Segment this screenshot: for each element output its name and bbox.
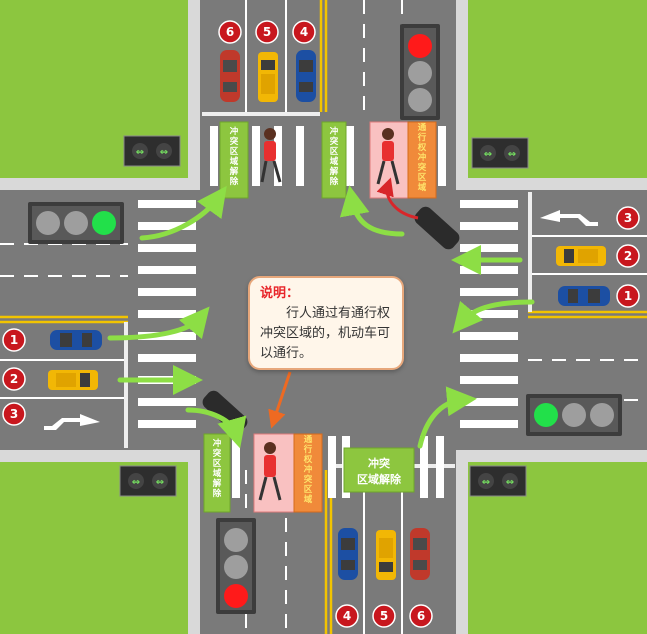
pedestrian-south	[258, 442, 282, 501]
badge-left-2-label: 2	[10, 372, 18, 386]
traffic-light-north	[400, 24, 440, 120]
movement-arrows	[107, 185, 535, 449]
note-title: 说明：	[260, 286, 300, 301]
lane-badges: 6 5 4 3 2 1 1 2 3 4 5 6	[2, 20, 640, 628]
svg-text:⇔: ⇔	[156, 477, 164, 488]
zone-label-south-left: 冲突区域解除	[213, 438, 222, 499]
car-top-5	[258, 52, 278, 102]
car-bottom-5	[376, 530, 396, 580]
badge-bottom-5-label: 5	[380, 609, 388, 623]
traffic-light-south	[216, 518, 256, 614]
zone-label-north-left: 冲突区域解除	[230, 126, 239, 187]
zone-north-right-of-way	[407, 121, 437, 199]
badge-right-2-label: 2	[624, 249, 632, 263]
svg-text:⇔: ⇔	[482, 477, 490, 488]
zone-labels: 冲突区域解除 冲突区域解除 通行权冲突区域 冲突区域解除 通行权冲突区域	[213, 122, 427, 505]
badge-top-4-label: 4	[300, 25, 308, 39]
badge-right-2: 2	[616, 244, 640, 268]
zone-label-south-right-of-way: 通行权冲突区域	[303, 434, 313, 505]
zebra-north	[210, 126, 446, 186]
car-right-2	[556, 246, 606, 266]
badge-right-1: 1	[616, 284, 640, 308]
pedestrian-north-right	[376, 128, 400, 185]
badge-bottom-4: 4	[335, 604, 359, 628]
zebra-east	[460, 200, 518, 428]
badge-top-4: 4	[292, 20, 316, 44]
zone-north-middle-released	[321, 121, 347, 199]
traffic-light-east	[526, 394, 622, 436]
zone-label-released-line1: 冲突	[368, 456, 390, 470]
note-pointer-arrow	[268, 371, 292, 429]
badge-left-1-label: 1	[10, 333, 18, 347]
svg-text:⇔: ⇔	[160, 147, 168, 158]
svg-text:⇔: ⇔	[132, 477, 140, 488]
svg-text:⇔: ⇔	[484, 149, 492, 160]
car-left-1	[50, 330, 102, 350]
svg-text:⇔: ⇔	[506, 477, 514, 488]
car-top-4	[296, 50, 316, 102]
car-top-6	[220, 50, 240, 102]
traffic-light-west	[28, 202, 124, 244]
badge-top-5: 5	[255, 20, 279, 44]
car-turning-northeast	[414, 206, 460, 250]
badge-left-3: 3	[2, 402, 26, 426]
badge-top-5-label: 5	[263, 25, 271, 39]
pedestrian-signal-nw: ⇔ ⇔	[123, 135, 181, 167]
zone-label-released-line2: 区域解除	[357, 472, 402, 486]
stop-lines	[124, 112, 532, 468]
car-right-1	[558, 286, 610, 306]
car-bottom-4	[338, 528, 358, 580]
zone-label-south-released: 冲突 区域解除	[357, 456, 402, 486]
zone-south-right-released	[343, 447, 415, 493]
zone-north-left-released	[219, 121, 249, 199]
car-bottom-6	[410, 528, 430, 580]
red-turn-arrow	[376, 177, 419, 220]
pedestrian-signal-ne: ⇔ ⇔	[471, 137, 529, 169]
badge-top-6: 6	[218, 20, 242, 44]
badge-bottom-5: 5	[372, 604, 396, 628]
pedestrian-signal-se: ⇔ ⇔	[469, 465, 527, 497]
pedestrian-north-left	[260, 128, 282, 183]
badge-bottom-6-label: 6	[417, 609, 425, 623]
badge-bottom-6: 6	[409, 604, 433, 628]
svg-text:⇔: ⇔	[136, 147, 144, 158]
road-arrow-east-turn	[540, 210, 598, 226]
badge-right-3-label: 3	[624, 211, 632, 225]
explanation-note: 说明： 行人通过有通行权冲突区域的，机动车可以通行。	[248, 276, 404, 370]
badge-left-3-label: 3	[10, 407, 18, 421]
badge-left-2: 2	[2, 367, 26, 391]
pedestrian-signal-sw: ⇔ ⇔	[119, 465, 177, 497]
badge-bottom-4-label: 4	[343, 609, 351, 623]
badge-right-1-label: 1	[624, 289, 632, 303]
badge-left-1: 1	[2, 328, 26, 352]
badge-top-6-label: 6	[226, 25, 234, 39]
note-body: 行人通过有通行权冲突区域的，机动车可以通行。	[260, 306, 391, 361]
svg-text:⇔: ⇔	[508, 149, 516, 160]
road-arrow-west-turn	[44, 414, 100, 430]
zone-label-north-middle: 冲突区域解除	[330, 126, 339, 187]
badge-right-3: 3	[616, 206, 640, 230]
car-left-2	[48, 370, 98, 390]
zone-label-north-right: 通行权冲突区域	[417, 122, 427, 193]
zone-south-right-of-way	[293, 433, 323, 513]
